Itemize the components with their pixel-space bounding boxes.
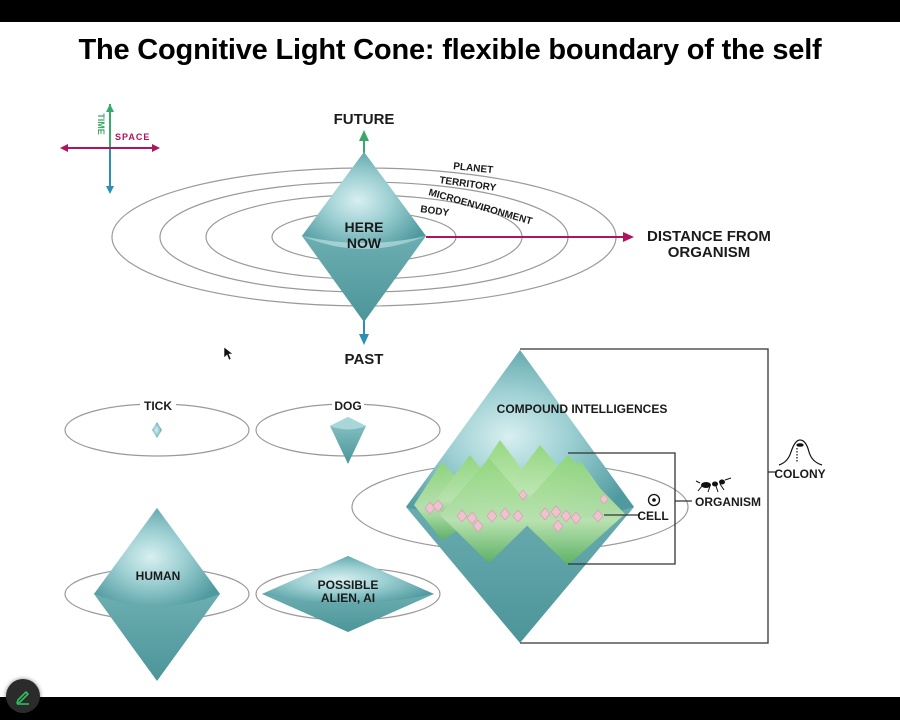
space-arrow-left-icon: [60, 144, 68, 152]
colony-label: COLONY: [774, 467, 825, 481]
organism-bracket: [568, 452, 676, 565]
time-arrow-up-icon: [106, 104, 114, 112]
tick-example: TICK: [64, 399, 250, 457]
dog-cone: [330, 417, 366, 464]
top-black-bar: [0, 0, 900, 22]
here-label: HERE: [345, 219, 384, 235]
now-label: NOW: [347, 235, 382, 251]
cell-label: CELL: [637, 509, 668, 523]
ant-icon: [695, 477, 732, 493]
pen-icon: [16, 691, 29, 705]
colony-bracket: [520, 348, 769, 644]
tick-cone: [152, 422, 162, 438]
ring-label-body: BODY: [420, 204, 450, 219]
ring-label-planet: PLANET: [453, 161, 494, 176]
colony-mound-icon: [778, 439, 823, 466]
cell-icon: [647, 493, 661, 507]
past-label: PAST: [345, 351, 384, 368]
alien-label-line2: ALIEN, AI: [321, 591, 375, 605]
pen-tool-button[interactable]: [6, 679, 40, 713]
future-arrow-icon: [359, 130, 369, 141]
compound-title: COMPOUND INTELLIGENCES: [497, 402, 668, 416]
tick-label: TICK: [144, 399, 172, 413]
alien-label-line1: POSSIBLE: [318, 578, 379, 592]
bottom-black-bar: [0, 697, 900, 720]
future-label: FUTURE: [334, 111, 395, 128]
ring-label-territory: TERRITORY: [439, 175, 498, 194]
distance-label-line2: ORGANISM: [668, 244, 751, 261]
mouse-cursor-icon: [223, 346, 234, 361]
compound-intelligences: COMPOUND INTELLIGENCES CELL ORGANISM COL…: [351, 348, 826, 644]
organism-label: ORGANISM: [695, 495, 761, 509]
dog-label: DOG: [334, 399, 361, 413]
past-arrow-icon: [359, 334, 369, 345]
human-label: HUMAN: [136, 569, 181, 583]
pink-cells: [424, 489, 609, 533]
time-label: TIME: [96, 113, 106, 135]
here-now-cone: [302, 152, 426, 322]
space-label: SPACE: [115, 132, 150, 142]
human-example: HUMAN: [64, 508, 250, 681]
distance-arrow-icon: [623, 232, 634, 242]
distance-label-line1: DISTANCE FROM: [647, 228, 771, 245]
alien-ai-example: POSSIBLE ALIEN, AI: [255, 556, 441, 632]
space-arrow-right-icon: [152, 144, 160, 152]
time-arrow-down-icon: [106, 186, 114, 194]
dog-example: DOG: [255, 399, 441, 464]
axes-legend: TIME SPACE: [60, 104, 160, 194]
slide-title: The Cognitive Light Cone: flexible bound…: [78, 34, 822, 66]
